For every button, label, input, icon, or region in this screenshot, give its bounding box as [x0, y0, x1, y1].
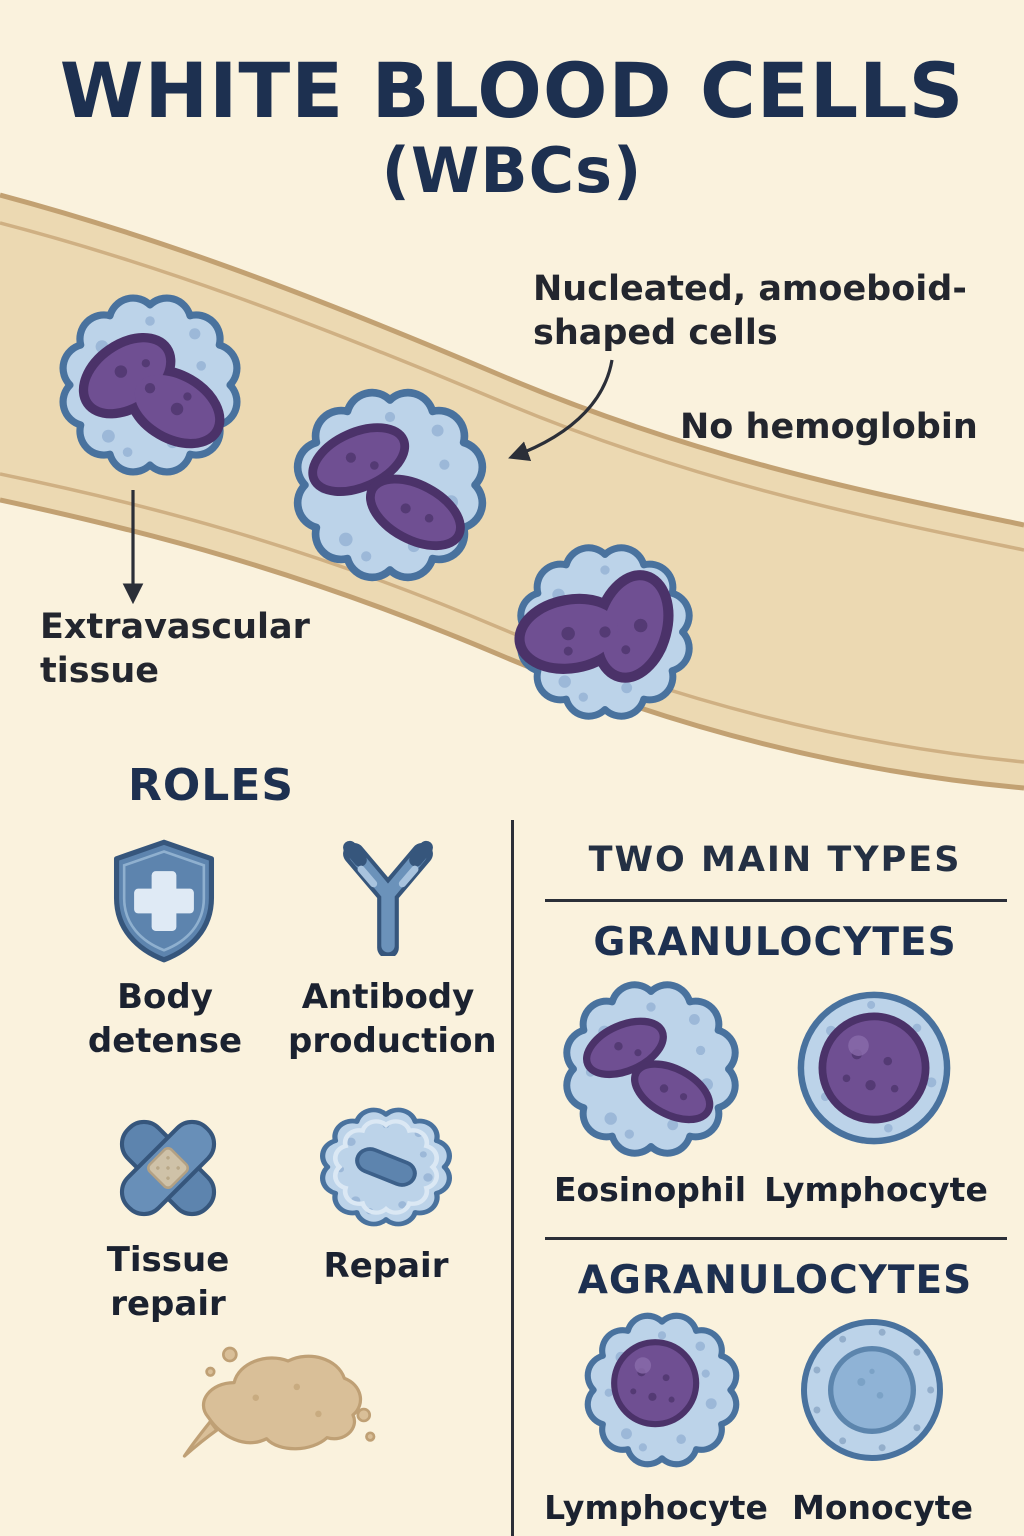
- blood-vessel-illustration: [0, 192, 1024, 791]
- page-title: WHITE BLOOD CELLS: [59, 46, 965, 135]
- eosinophil-cell-image: [558, 976, 744, 1162]
- cell-label-monocyte: Monocyte: [792, 1488, 973, 1527]
- wbc-cell-2: [298, 393, 483, 578]
- annotation-nucleated: Nucleated, amoeboid- shaped cells: [533, 269, 967, 353]
- shield-cross-icon: [113, 839, 215, 963]
- vessel-wall-top: [0, 192, 1024, 528]
- repair-cell-icon: [316, 1104, 456, 1230]
- vessel-wall-top-inner: [0, 221, 1024, 552]
- wbc-cell-1: [63, 298, 237, 472]
- cell-label-eosinophil: Eosinophil: [553, 1170, 747, 1209]
- role-label-antibody-production: Antibody production: [288, 977, 497, 1062]
- macrophage-blob-icon: [182, 1346, 376, 1458]
- roles-heading: ROLES: [128, 760, 295, 811]
- role-label-body-defense: Body detense: [87, 977, 243, 1062]
- vertical-divider: [511, 820, 514, 1536]
- vessel-wall-bottom-inner: [0, 472, 1024, 764]
- cell-label-lymphocyte-1: Lymphocyte: [764, 1170, 988, 1209]
- vessel-wall-bottom: [0, 497, 1024, 791]
- granulocytes-heading: GRANULOCYTES: [593, 920, 957, 965]
- monocyte-cell-image: [801, 1319, 943, 1461]
- divider-under-types-heading: [545, 899, 1007, 902]
- role-label-repair: Repair: [323, 1246, 449, 1286]
- types-heading: TWO MAIN TYPES: [588, 840, 962, 880]
- crossed-bandages-icon: [119, 1119, 217, 1217]
- annotation-extravascular-tissue: Extravascular tissue: [40, 607, 310, 691]
- cell-label-lymphocyte-2: Lymphocyte: [544, 1488, 768, 1527]
- page-subtitle: (WBCs): [381, 134, 643, 207]
- curved-annotation-arrow: [508, 359, 614, 462]
- divider-between-groups: [545, 1237, 1007, 1240]
- role-label-tissue-repair: Tissue repair: [106, 1240, 230, 1325]
- agranulocytes-heading: AGRANULOCYTES: [577, 1258, 973, 1303]
- vessel-lumen: [0, 195, 1024, 788]
- granulocyte-lymphocyte-cell-image: [797, 991, 951, 1145]
- agranulocyte-lymphocyte-cell-image: [580, 1308, 744, 1472]
- annotation-no-hemoglobin: No hemoglobin: [680, 407, 978, 447]
- antibody-y-icon: [343, 840, 433, 956]
